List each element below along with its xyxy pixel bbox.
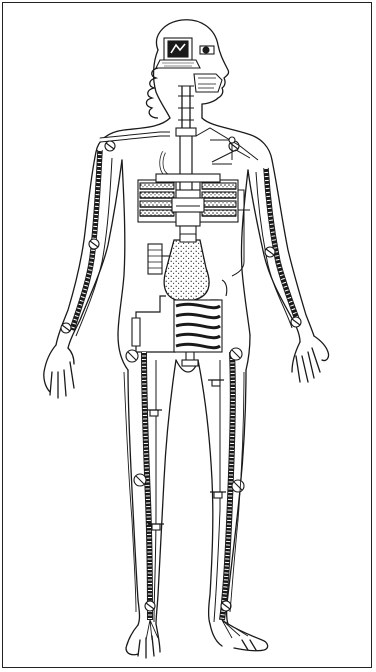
left-leg-outer xyxy=(128,370,140,625)
stomach-sack xyxy=(164,234,209,300)
right-torso xyxy=(241,170,250,335)
right-hand xyxy=(292,336,329,382)
left-torso xyxy=(118,160,125,335)
brain-computer xyxy=(156,38,200,68)
left-lung-radiator xyxy=(138,180,176,222)
head-outline xyxy=(157,20,229,118)
eye-sensor xyxy=(203,47,209,53)
right-foot xyxy=(210,624,268,651)
right-lung-radiator xyxy=(200,180,238,222)
right-hip xyxy=(246,335,250,370)
foot-details xyxy=(146,620,248,640)
head-devices xyxy=(146,38,222,136)
right-shoulder xyxy=(202,118,272,160)
leg-tubes xyxy=(124,348,244,622)
intestine-coil xyxy=(174,300,222,352)
left-foot xyxy=(126,624,160,658)
torso-machinery xyxy=(132,136,250,366)
left-leg-inner xyxy=(156,360,176,624)
right-arm-inner xyxy=(248,170,300,342)
left-hand xyxy=(44,345,74,398)
